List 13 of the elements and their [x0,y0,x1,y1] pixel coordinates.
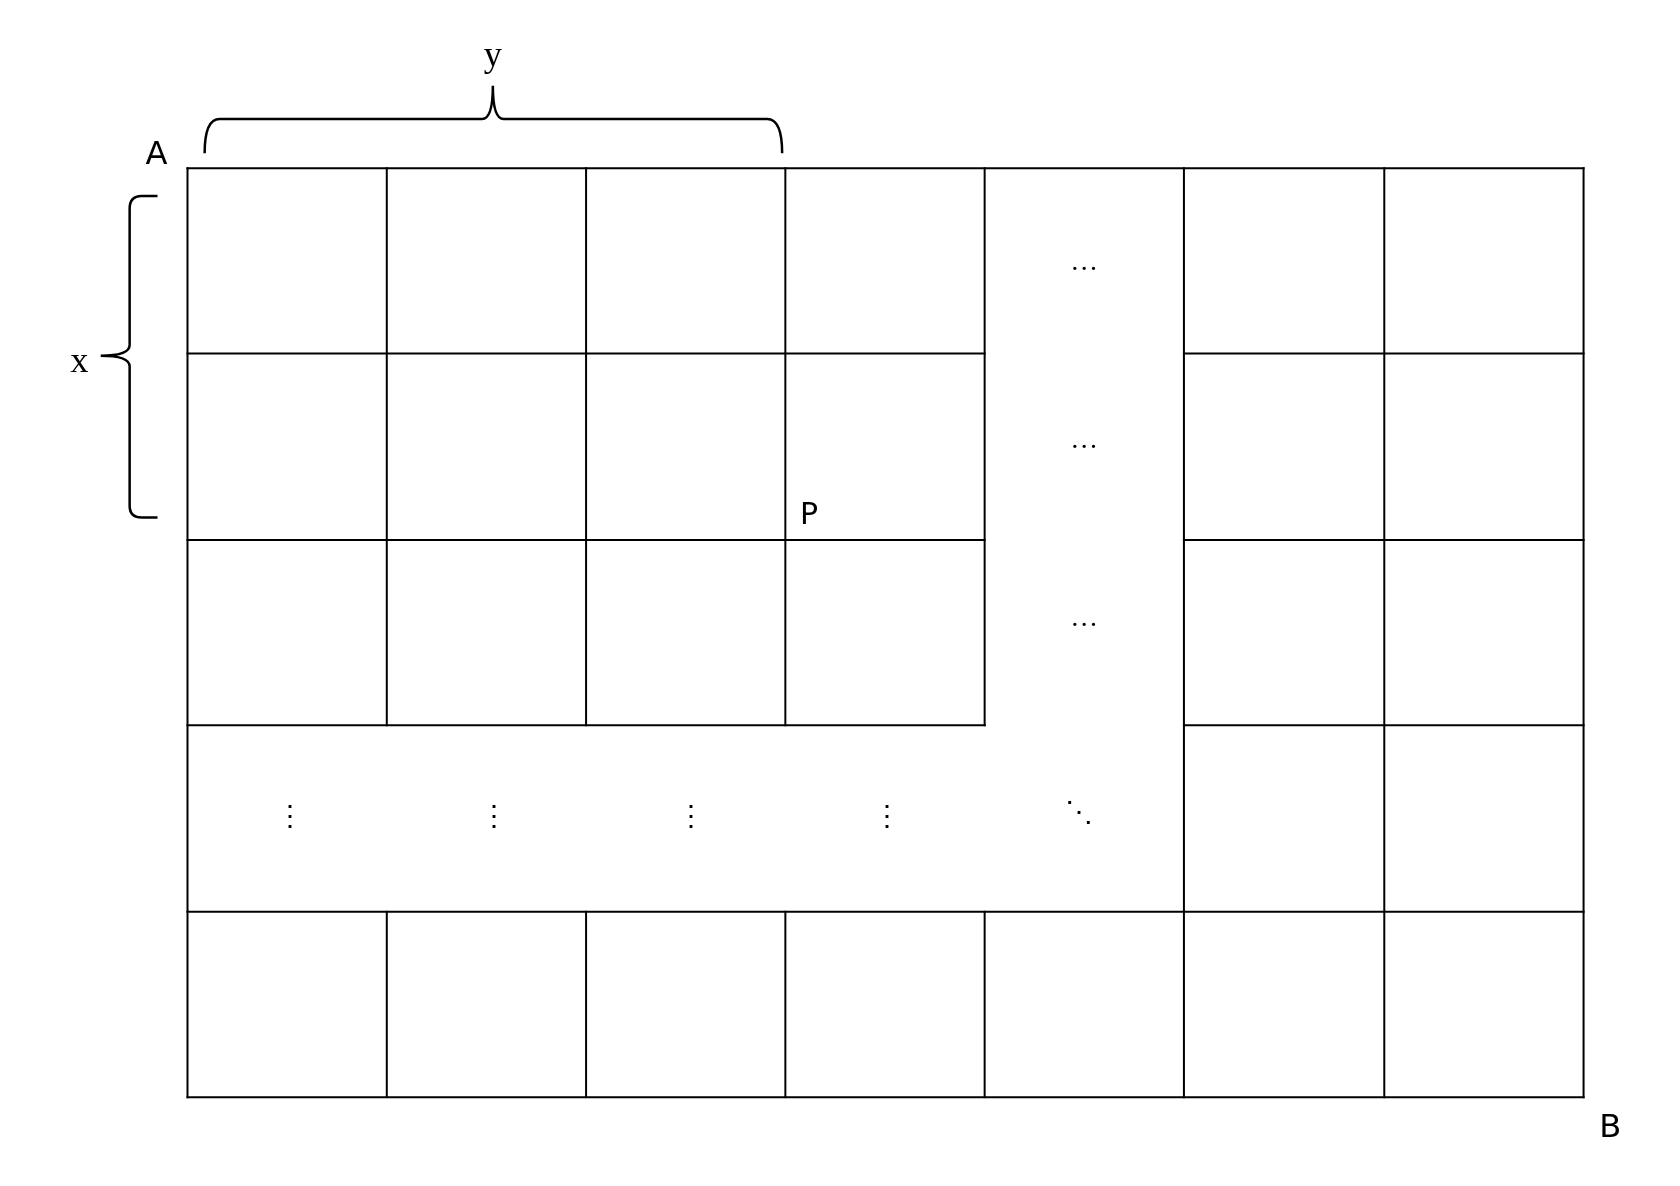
ellipsis: … [1070,425,1099,454]
axis-label: y [483,35,502,72]
point-label: P [799,499,818,530]
point-label: B [1599,1110,1622,1143]
ellipsis: ⋮ [873,802,902,831]
ellipsis: ⋮ [276,802,305,831]
ellipsis: ⋮ [479,802,508,831]
point-label: A [145,137,168,170]
ellipsis: ⋱ [1064,798,1093,827]
ellipsis: … [1070,247,1099,276]
ellipsis: … [1070,603,1099,632]
ellipsis: ⋮ [677,802,706,831]
axis-label: x [70,341,89,379]
